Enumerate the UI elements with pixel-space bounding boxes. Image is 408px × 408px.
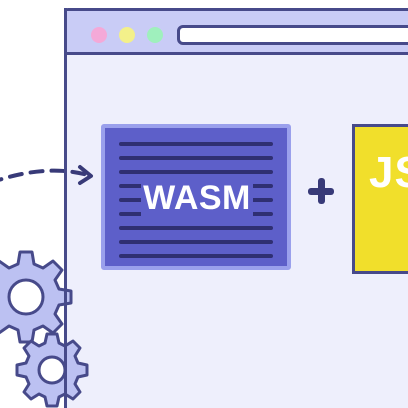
wasm-text-line	[119, 156, 273, 160]
wasm-text-line	[119, 142, 273, 146]
gear-icon	[0, 250, 73, 344]
address-bar	[177, 25, 408, 45]
plus-icon	[302, 172, 340, 210]
js-label: JS	[369, 148, 408, 197]
wasm-text-line	[119, 170, 273, 174]
browser-window-icon	[64, 8, 408, 408]
window-minimize-dot	[119, 27, 135, 43]
wasm-text-line	[119, 226, 273, 230]
wasm-text-line	[119, 254, 273, 258]
wasm-text-line	[119, 240, 273, 244]
dashed-arrow-icon	[0, 165, 93, 185]
browser-left-edge	[64, 8, 67, 408]
wasm-card: WASM	[101, 124, 291, 270]
js-card: JS	[352, 124, 408, 274]
gear-icon	[15, 332, 89, 408]
window-close-dot	[91, 27, 107, 43]
browser-titlebar	[67, 11, 408, 55]
wasm-label: WASM	[141, 178, 253, 218]
window-maximize-dot	[147, 27, 163, 43]
